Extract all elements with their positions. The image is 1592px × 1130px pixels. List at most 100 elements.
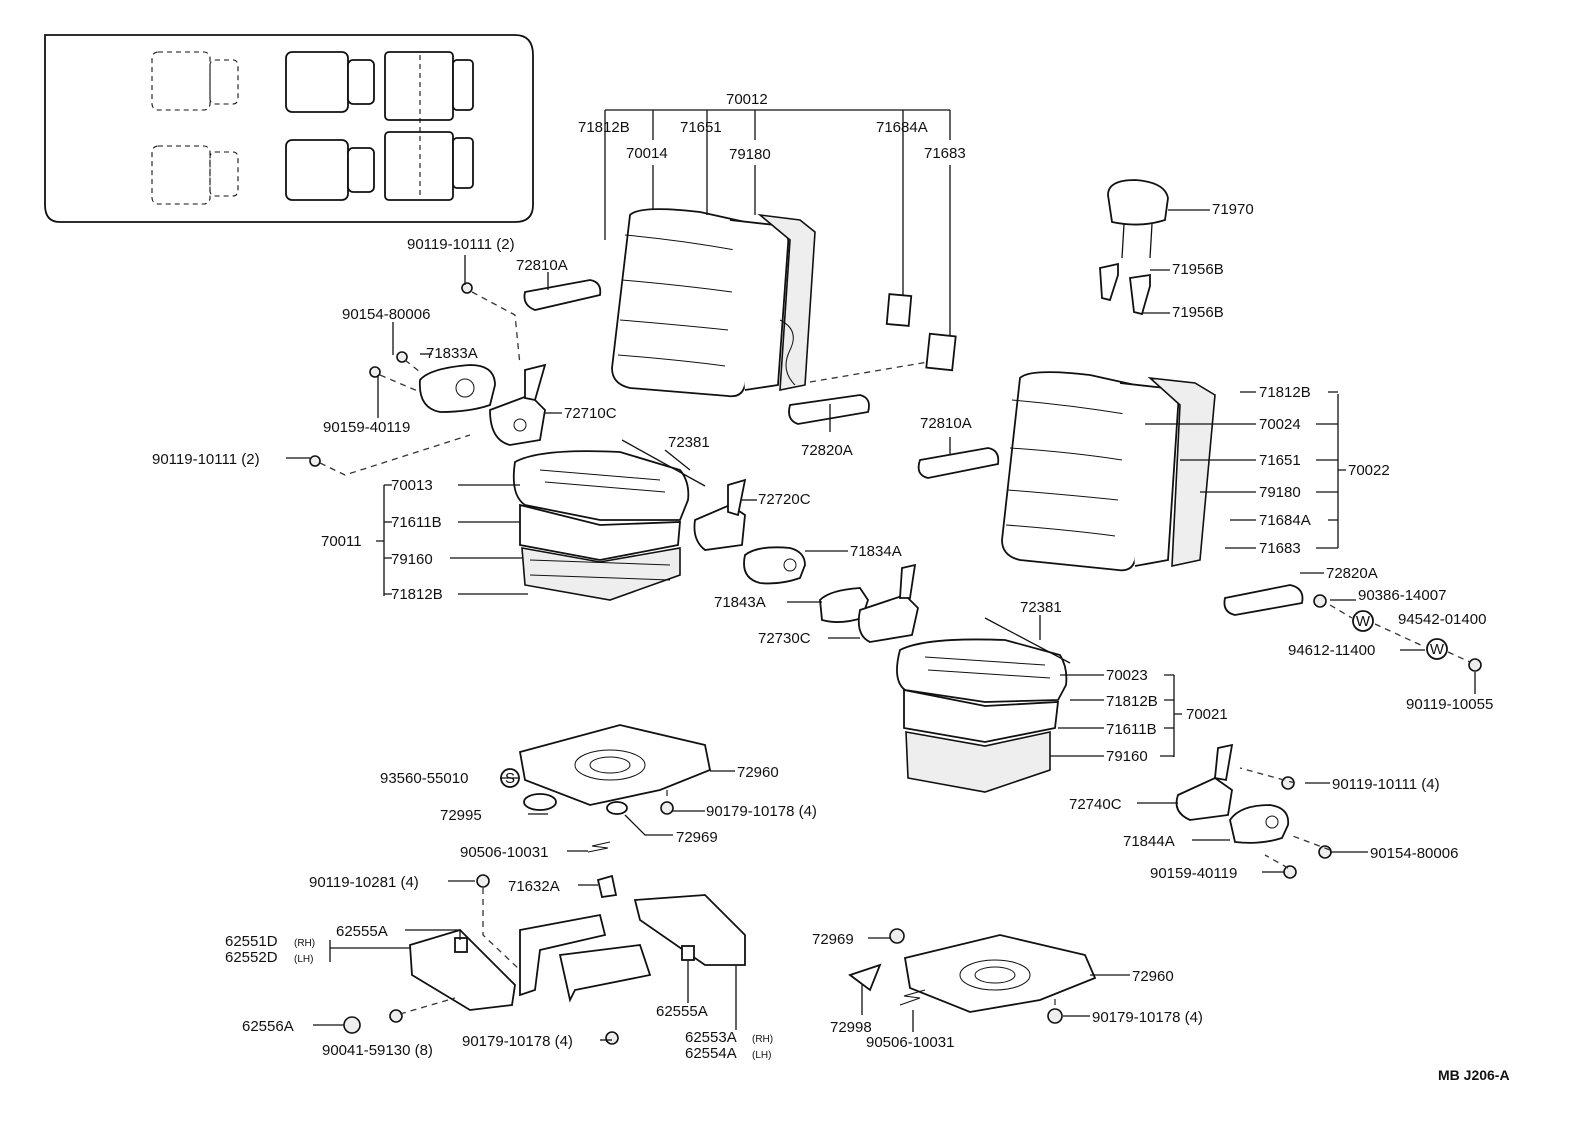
label-70022: 70022 (1348, 462, 1390, 479)
recliner-bracket-72710C (489, 363, 547, 446)
label-72969-b: 72969 (812, 931, 854, 948)
label-79160-b: 79160 (1106, 748, 1148, 765)
label-70014: 70014 (626, 145, 668, 162)
label-90119-10281: 90119-10281 (4) (309, 874, 419, 891)
track-72960-right (903, 934, 1097, 1013)
seat-cushion-left (512, 450, 690, 601)
label-79180-b: 79180 (1259, 484, 1301, 501)
label-90179-10178-4c: 90179-10178 (4) (1092, 1009, 1203, 1026)
label-62556A: 62556A (242, 1018, 294, 1035)
armrest-72820A-left (788, 394, 870, 425)
washer-94542-01400: W (1352, 610, 1374, 632)
label-71834A: 71834A (850, 543, 902, 560)
label-72740C: 72740C (1069, 796, 1122, 813)
label-62555A-b: 62555A (656, 1003, 708, 1020)
label-72720C: 72720C (758, 491, 811, 508)
label-71684A-a: 71684A (876, 119, 928, 136)
label-71611B-b: 71611B (1106, 721, 1157, 738)
label-90119-10111-2a: 90119-10111 (2) (407, 236, 515, 253)
label-71632A: 71632A (508, 878, 560, 895)
label-62555A-a: 62555A (336, 923, 388, 940)
assembly-dashed-lines (319, 291, 1471, 1015)
label-71812B-d: 71812B (1106, 693, 1158, 710)
label-71956B-b: 71956B (1172, 304, 1224, 321)
label-90119-10055: 90119-10055 (1406, 696, 1493, 713)
label-62554A: 62554A (685, 1045, 737, 1062)
label-94612-11400: 94612-11400 (1288, 642, 1375, 659)
bracket-72720C (693, 478, 747, 551)
label-72995: 72995 (440, 807, 482, 824)
track-72960-left (518, 724, 712, 806)
label-70024: 70024 (1259, 416, 1301, 433)
clip-72995 (523, 793, 557, 811)
label-72730C: 72730C (758, 630, 811, 647)
label-70023: 70023 (1106, 667, 1148, 684)
bracket-72740C (1175, 743, 1234, 821)
label-71812B-c: 71812B (1259, 384, 1311, 401)
armrest-72810A-left (523, 279, 602, 311)
headrest-guide-71956B (1099, 262, 1151, 316)
label-70021: 70021 (1186, 706, 1228, 723)
diagram-code: MB J206-A (1438, 1067, 1510, 1083)
label-71812B-b: 71812B (391, 586, 443, 603)
spring-90506-10031-right (899, 989, 926, 1006)
label-90179-10178-4a: 90179-10178 (4) (706, 803, 817, 820)
label-79160-a: 79160 (391, 551, 433, 568)
pedestal-frame (409, 874, 746, 1011)
bracket-72730C (857, 563, 919, 643)
label-72960-a: 72960 (737, 764, 779, 781)
label-72710C: 72710C (564, 405, 617, 422)
label-93560-55010: 93560-55010 (380, 770, 468, 787)
seat-cushion-right (896, 638, 1068, 793)
armrest-72810A-right (917, 447, 1000, 479)
label-71833A: 71833A (426, 345, 478, 362)
label-72969-a: 72969 (676, 829, 718, 846)
label-70011: 70011 (321, 533, 362, 550)
label-90159-40119-a: 90159-40119 (323, 419, 410, 436)
label-90154-80006-a: 90154-80006 (342, 306, 430, 323)
label-62551D: 62551D (225, 933, 278, 950)
part-labels: 70012 71812B 71651 70014 79180 71684A 71… (152, 91, 1510, 1083)
vehicle-seat-layout-inset (44, 34, 534, 223)
label-72960-b: 72960 (1132, 968, 1174, 985)
label-71843A: 71843A (714, 594, 766, 611)
label-71970: 71970 (1212, 201, 1254, 218)
label-72820A-b: 72820A (1326, 565, 1378, 582)
armrest-72820A-right (1223, 584, 1304, 616)
label-72810A-a: 72810A (516, 257, 568, 274)
label-71683-b: 71683 (1259, 540, 1301, 557)
label-90119-10111-4: 90119-10111 (4) (1332, 776, 1440, 793)
label-90119-10111-2b: 90119-10111 (2) (152, 451, 260, 468)
label-94542-01400: 94542-01400 (1398, 611, 1486, 628)
seat-back-right (1001, 371, 1216, 572)
label-90154-80006-b: 90154-80006 (1370, 845, 1458, 862)
label-62553A: 62553A (685, 1029, 737, 1046)
hardware-bits (309, 282, 1482, 1045)
leader-lines (286, 109, 1476, 1041)
cover-71834A (743, 546, 806, 585)
label-72381-b: 72381 (1020, 599, 1062, 616)
cover-71833A (418, 364, 496, 413)
label-72810A-b: 72810A (920, 415, 972, 432)
label-70012: 70012 (726, 91, 768, 108)
cable-72381-right (984, 617, 1071, 664)
cable-72381-left (621, 439, 706, 487)
label-90506-10031-a: 90506-10031 (460, 844, 548, 861)
label-62552D-lh: (LH) (294, 954, 313, 965)
label-62554A-lh: (LH) (752, 1050, 771, 1061)
label-sheet-71684A (885, 293, 913, 327)
label-90159-40119-b: 90159-40119 (1150, 865, 1237, 882)
cover-71844A (1229, 804, 1290, 844)
label-71812B-a: 71812B (578, 119, 630, 136)
label-71651-a: 71651 (680, 119, 722, 136)
spring-90506-10031-left (587, 841, 611, 853)
label-62551D-rh: (RH) (294, 938, 315, 949)
label-90506-10031-b: 90506-10031 (866, 1034, 954, 1051)
label-90179-10178-4b: 90179-10178 (4) (462, 1033, 573, 1050)
label-62553A-rh: (RH) (752, 1034, 773, 1045)
label-62552D: 62552D (225, 949, 278, 966)
label-71683-a: 71683 (924, 145, 966, 162)
svg-text:W: W (1356, 613, 1371, 630)
label-79180-a: 79180 (729, 146, 771, 163)
